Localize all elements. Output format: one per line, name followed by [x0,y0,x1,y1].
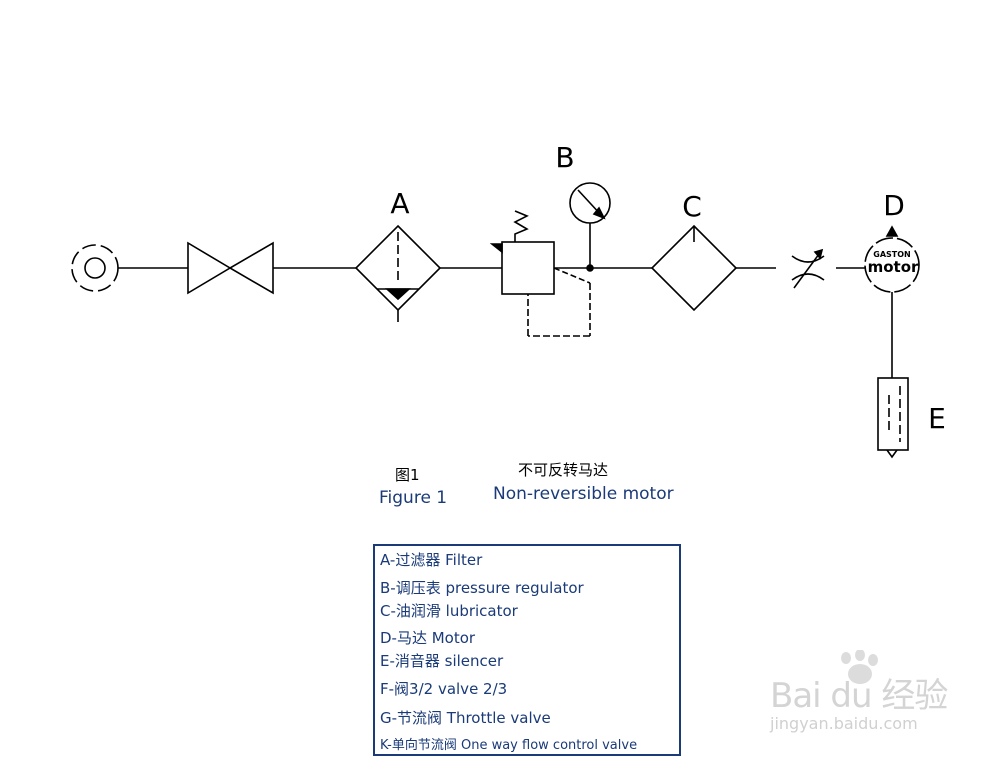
label-b: B [555,141,574,174]
watermark-text: Bai du 经验 [770,676,948,716]
pressure-gauge-symbol [569,182,611,272]
legend-item-c: C-油润滑 lubricator [380,602,518,620]
legend-item-k: K-单向节流阀 One way flow control valve [380,738,638,753]
figure-number-cn: 图1 [395,466,420,484]
motor-symbol [864,225,920,378]
shutoff-valve-symbol [187,241,274,295]
figure-number-en: Figure 1 [379,488,448,508]
legend-item-g: G-节流阀 Throttle valve [380,709,551,727]
legend-item-f: F-阀3/2 valve 2/3 [380,680,508,698]
watermark-url: jingyan.baidu.com [770,714,918,733]
legend-item-d: D-马达 Motor [380,629,476,647]
diagram-title-cn: 不可反转马达 [518,461,609,479]
label-e: E [928,402,946,435]
legend-item-a: A-过滤器 Filter [380,551,483,569]
legend-item-e: E-消音器 silencer [380,652,504,670]
baidu-watermark: Bai du 经验 jingyan.baidu.com [768,650,968,750]
lubricator-symbol [650,224,738,312]
pressure-regulator-symbol [489,210,591,337]
legend-box: A-过滤器 Filter B-调压表 pressure regulator C-… [373,544,681,756]
diagram-title-en: Non-reversible motor [493,484,674,504]
motor-logo-brand: GASTON [873,250,910,259]
motor-logo-word: motor [868,258,919,276]
throttle-valve-symbol [791,248,825,289]
filter-symbol [354,224,442,322]
legend-item-b: B-调压表 pressure regulator [380,579,584,597]
label-d: D [883,189,905,222]
air-source-symbol [71,244,119,292]
paw-icon [841,650,878,684]
label-c: C [682,190,702,223]
silencer-symbol [877,377,909,459]
label-a: A [390,187,409,220]
